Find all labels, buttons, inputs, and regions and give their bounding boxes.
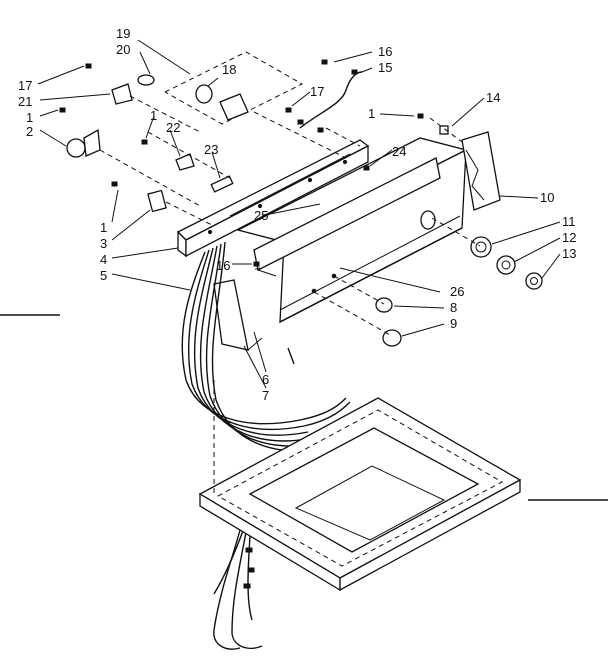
callout-2: 2	[26, 124, 33, 139]
callout-13: 13	[562, 246, 576, 261]
lower-wire-pigtail	[213, 527, 263, 650]
callout-9: 9	[450, 316, 457, 331]
fasteners	[59, 59, 424, 267]
callout-14: 14	[486, 90, 500, 105]
selector-knobs	[375, 297, 402, 347]
callout-23: 23	[204, 142, 218, 157]
callout-12: 12	[562, 230, 576, 245]
console-back-panel	[176, 139, 370, 258]
callout-5: 5	[100, 268, 107, 283]
callout-21: 21	[18, 94, 32, 109]
control-panel-body	[236, 137, 468, 324]
callout-17-right: 17	[310, 84, 324, 99]
leader-lines	[37, 39, 561, 389]
callout-24: 24	[392, 144, 406, 159]
callout-labels: 19 20 18 16 15 17 21 17 1 1 14 2 1 22 23…	[18, 26, 576, 403]
callout-4: 4	[100, 252, 107, 267]
callout-1-right-top: 1	[368, 106, 375, 121]
callout-18: 18	[222, 62, 236, 77]
subassembly-outline	[164, 51, 304, 125]
callout-3: 3	[100, 236, 107, 251]
callout-15: 15	[378, 60, 392, 75]
callout-25: 25	[254, 208, 268, 223]
subassembly-parts	[195, 71, 363, 129]
door-guard	[213, 279, 295, 365]
assembly-guide-lines	[99, 95, 481, 337]
callout-1-lower-left: 1	[100, 220, 107, 235]
callout-19: 19	[116, 26, 130, 41]
left-components	[66, 74, 234, 213]
right-bracket	[439, 125, 501, 211]
callout-20: 20	[116, 42, 130, 57]
callout-1-mid: 1	[150, 108, 157, 123]
callout-7: 7	[262, 388, 269, 403]
callout-17-left: 17	[18, 78, 32, 93]
callout-11: 11	[562, 214, 576, 229]
callout-10: 10	[540, 190, 554, 205]
washer-top-cover	[198, 380, 522, 592]
callout-26: 26	[450, 284, 464, 299]
callout-16-mid: 16	[216, 258, 230, 273]
timer-knob-set	[470, 236, 543, 290]
wire-harness	[181, 241, 351, 452]
callout-22: 22	[166, 120, 180, 135]
callout-16-top: 16	[378, 44, 392, 59]
callout-1-left-top: 1	[26, 110, 33, 125]
callout-6: 6	[262, 372, 269, 387]
callout-8: 8	[450, 300, 457, 315]
